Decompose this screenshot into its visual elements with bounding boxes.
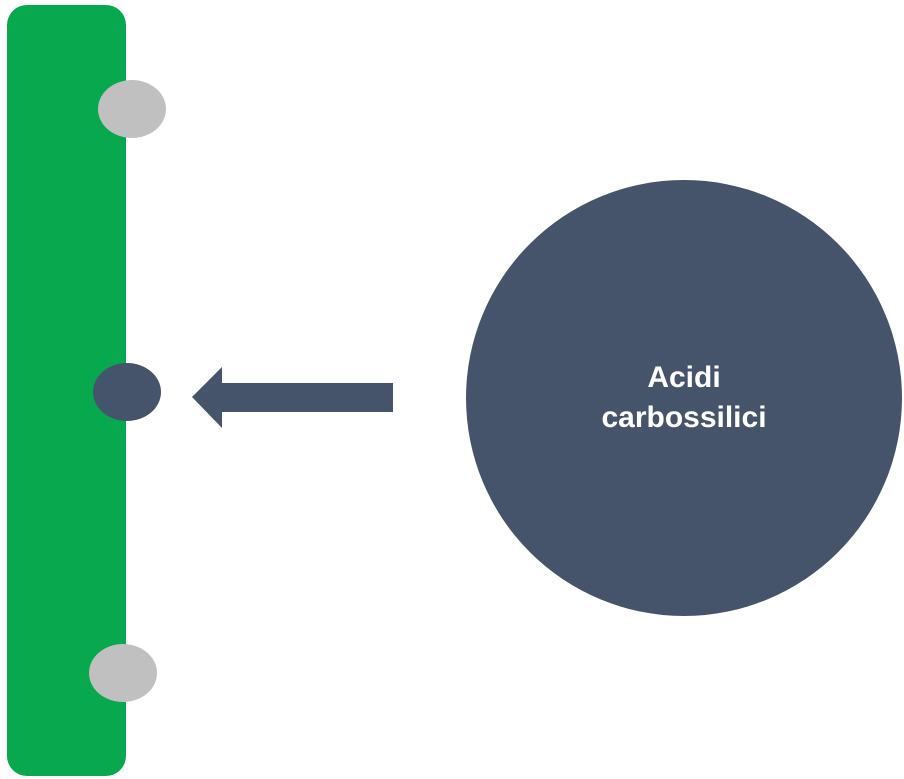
left-arrow	[192, 367, 393, 428]
green-vertical-bar	[7, 5, 126, 776]
binding-site-top	[98, 80, 166, 138]
binding-site-bottom	[89, 644, 157, 702]
binding-site-middle	[93, 363, 161, 421]
carboxylic-acids-circle	[466, 180, 902, 616]
